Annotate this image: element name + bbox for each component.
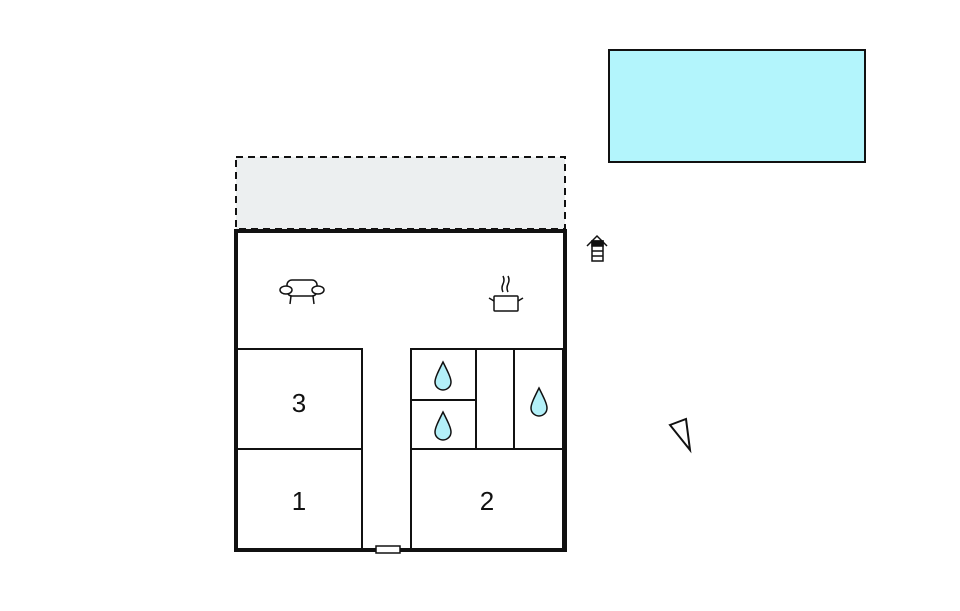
terrace — [235, 156, 566, 230]
interior-walls — [235, 348, 564, 551]
stairs-icon — [586, 234, 608, 262]
north-arrow-icon — [668, 417, 692, 454]
pool — [608, 49, 866, 163]
water-drop-icons — [434, 360, 548, 441]
entrance-door — [375, 545, 401, 554]
outer-wall — [234, 229, 567, 552]
room-1-label: 1 — [292, 486, 306, 516]
cooking-pot-icon — [488, 275, 524, 312]
sofa-icon — [279, 279, 325, 305]
room-3-label: 3 — [292, 388, 306, 418]
water-drop-icon — [530, 386, 548, 417]
room-2-label: 2 — [480, 486, 494, 516]
water-drop-icon — [434, 360, 452, 391]
water-drop-icon — [434, 410, 452, 441]
